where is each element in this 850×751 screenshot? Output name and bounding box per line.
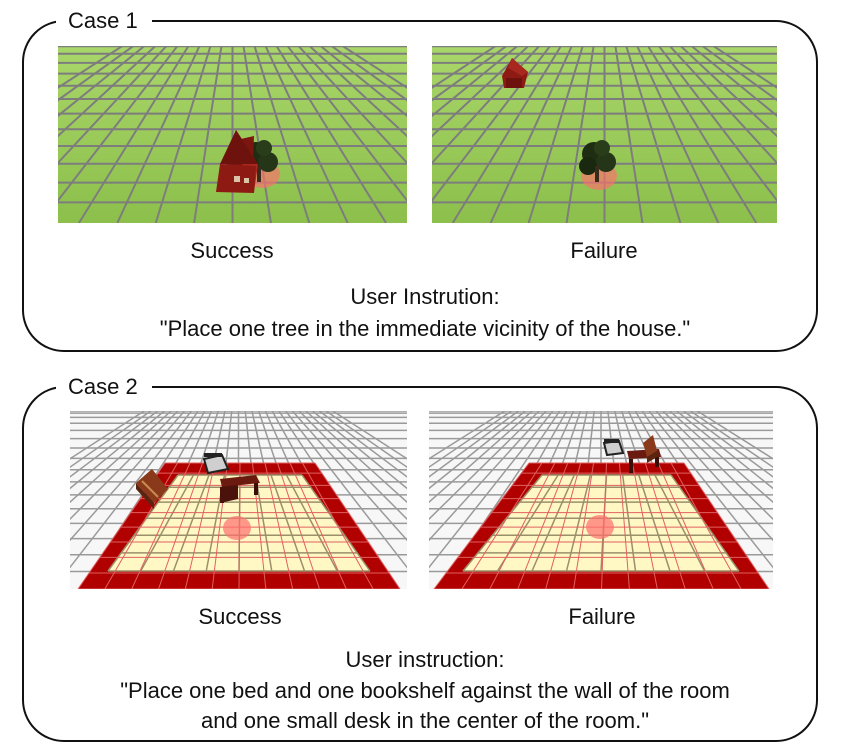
- target-marker: [223, 516, 251, 540]
- case-1-failure-label: Failure: [570, 238, 638, 263]
- case-2-success-label: Success: [198, 604, 282, 629]
- tree-icon: [579, 140, 616, 182]
- grass-grid: [432, 46, 777, 223]
- case-2-label: Case 2: [56, 374, 152, 400]
- bed-icon: [602, 439, 625, 457]
- case-1-instruction-heading: User Instrution:: [350, 284, 500, 309]
- case-1-label: Case 1: [56, 8, 152, 34]
- case-1-failure-scene: [432, 46, 777, 223]
- desk-icon: [220, 475, 260, 503]
- case-2-instruction-line-2: and one small desk in the center of the …: [200, 708, 650, 733]
- case-1-instruction-text: "Place one tree in the immediate vicinit…: [159, 316, 691, 341]
- case-2-instruction-line-1: "Place one bed and one bookshelf against…: [120, 678, 730, 703]
- case-2-success-scene: [70, 411, 407, 589]
- target-marker: [586, 515, 614, 539]
- house-icon: [216, 130, 258, 193]
- bookshelf-icon: [136, 469, 168, 509]
- case-1-success-scene: [58, 46, 407, 223]
- case-2-failure-label: Failure: [568, 604, 636, 629]
- case-2-instruction-heading: User instruction:: [345, 647, 505, 672]
- case-2-failure-scene: [429, 411, 773, 589]
- bed-icon: [202, 453, 230, 475]
- case-1-success-label: Success: [190, 238, 274, 263]
- grass-grid: [58, 46, 407, 223]
- house-icon: [502, 58, 528, 88]
- bookshelf-icon: [643, 435, 657, 463]
